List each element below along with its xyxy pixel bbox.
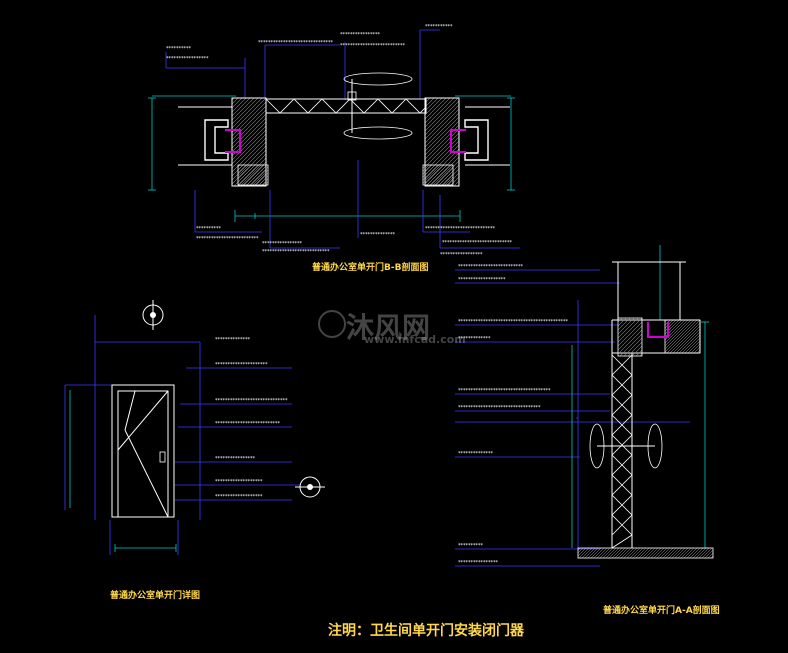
svg-text:****************: **************** xyxy=(458,560,499,566)
svg-text:**************************: ************************** xyxy=(215,421,281,427)
plan-section-b-b xyxy=(148,29,520,249)
svg-text:*********************: ********************* xyxy=(215,362,268,368)
svg-text:*************************: ************************* xyxy=(196,236,259,242)
svg-text:*******************: ******************* xyxy=(215,494,263,500)
svg-text:*******************: ******************* xyxy=(458,277,506,283)
svg-text:**********: ********** xyxy=(196,226,222,232)
svg-text:**************: ************** xyxy=(215,337,251,343)
vertical-section-a-a xyxy=(455,245,714,567)
svg-text:***********: *********** xyxy=(425,24,453,30)
svg-text:**************************: ************************** xyxy=(340,43,406,49)
svg-text:******************************: ****************************** xyxy=(258,40,334,46)
svg-text:*****************************: ***************************** xyxy=(215,398,288,404)
drawing-note: 注明：卫生间单开门安装闭门器 xyxy=(328,623,524,639)
svg-text:*************: ************* xyxy=(458,336,491,342)
svg-text:****************************: **************************** xyxy=(425,226,496,232)
svg-text:****************: **************** xyxy=(340,32,381,38)
svg-text:******************************: ****************************************… xyxy=(458,319,569,325)
door-elevation xyxy=(64,300,325,555)
svg-text:*******************: ******************* xyxy=(215,479,263,485)
title-a-a-section: 普通办公室单开门A-A剖面图 xyxy=(603,606,720,616)
svg-text:**********: ********** xyxy=(458,543,484,549)
svg-text:******************************: ********************************* xyxy=(458,405,541,411)
svg-text:****************************: **************************** xyxy=(442,240,513,246)
svg-text:******************************: ************************************* xyxy=(458,388,551,394)
title-plan-section: 普通办公室单开门B-B剖面图 xyxy=(312,263,429,273)
svg-text:****************: **************** xyxy=(262,241,303,247)
svg-text:**********: ********** xyxy=(166,46,192,52)
svg-text:****************: **************** xyxy=(215,456,256,462)
svg-text:***************************: *************************** xyxy=(262,249,330,255)
svg-text:**************************: ************************** xyxy=(458,264,524,270)
watermark-url: www.mfcad.com xyxy=(364,333,466,346)
svg-text:*****************: ***************** xyxy=(166,56,209,62)
svg-text:*****************: ***************** xyxy=(440,252,483,258)
watermark-logo-icon xyxy=(318,310,346,338)
watermark-brand: 沐风网 xyxy=(346,311,431,344)
title-door-elevation: 普通办公室单开门详图 xyxy=(110,591,201,601)
svg-text:**************: ************** xyxy=(458,451,494,457)
svg-text:**************: ************** xyxy=(360,232,396,238)
